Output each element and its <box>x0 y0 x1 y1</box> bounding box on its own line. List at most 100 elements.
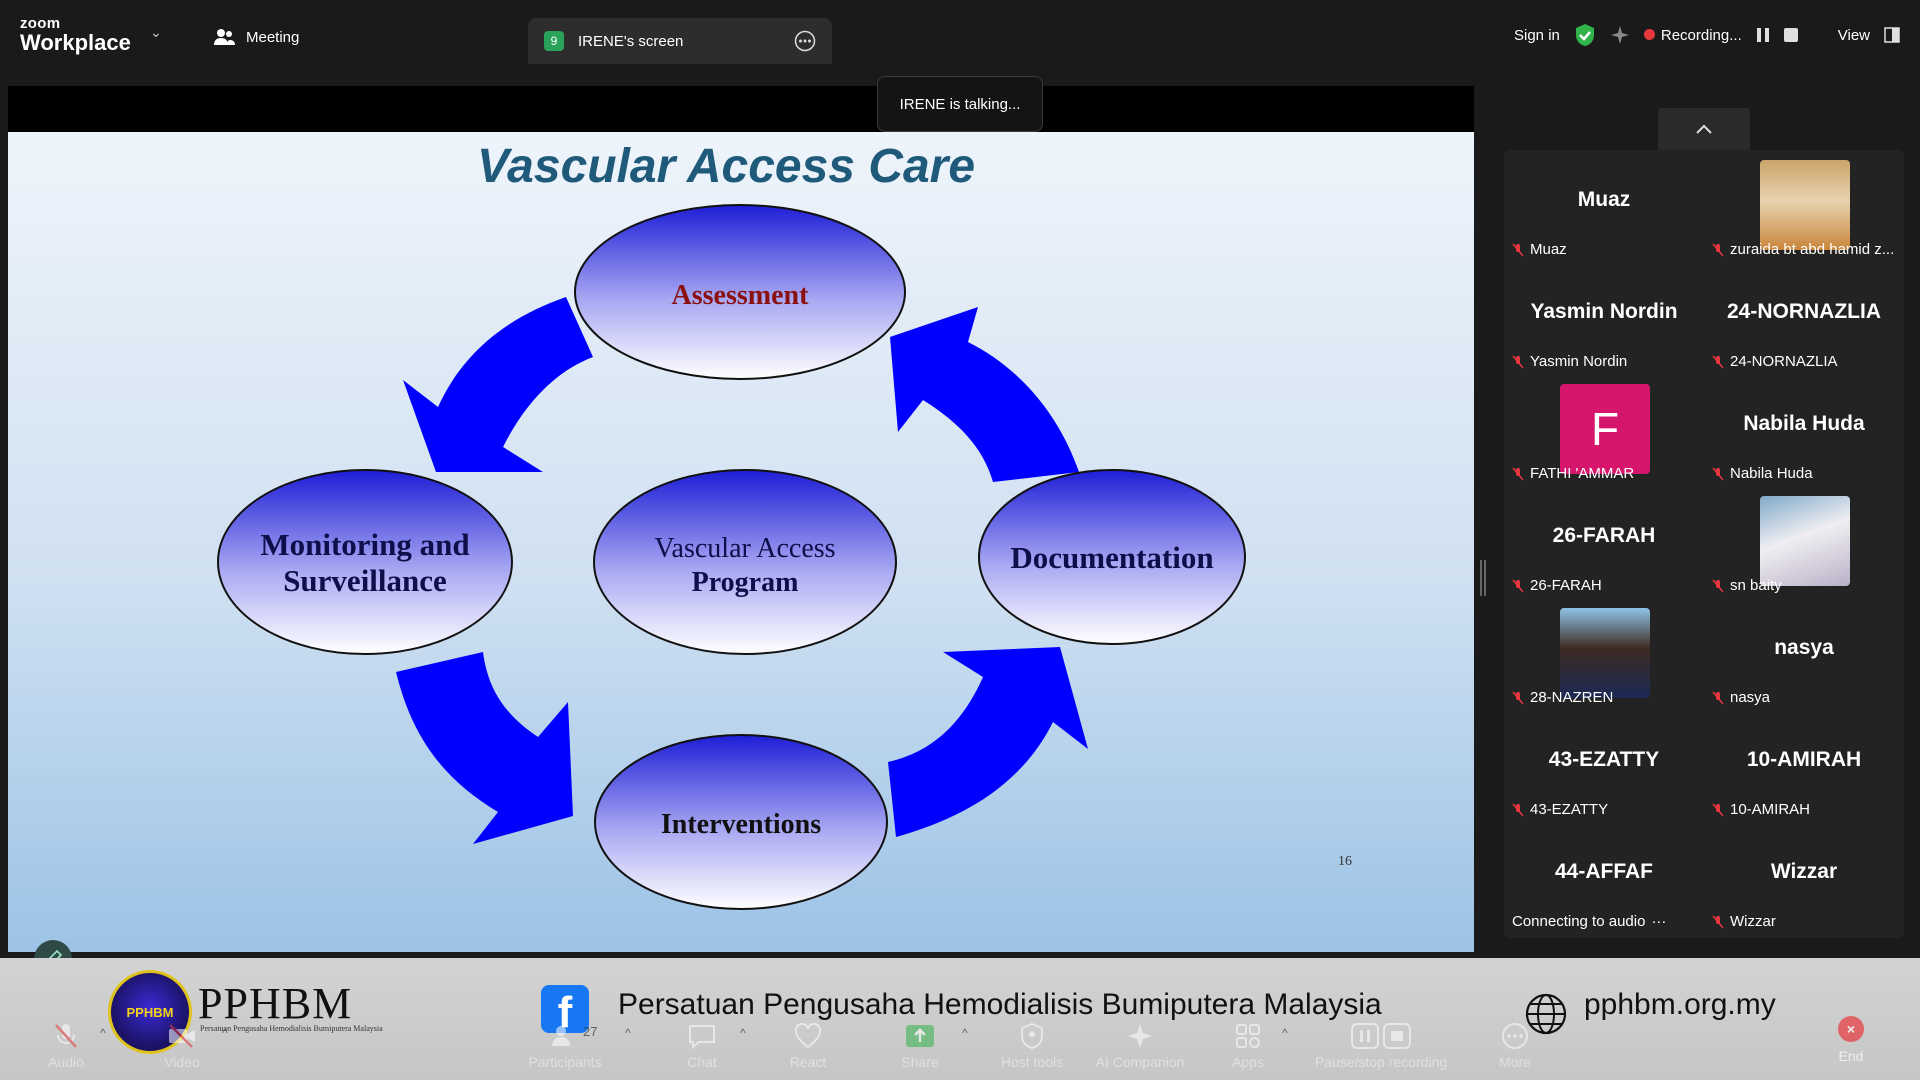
participant-tile[interactable]: sn baity <box>1704 486 1904 598</box>
mic-muted-icon <box>1712 467 1724 480</box>
participant-tile[interactable]: Nabila Huda Nabila Huda <box>1704 374 1904 486</box>
view-grid-icon[interactable] <box>1884 27 1900 43</box>
sign-in-link[interactable]: Sign in <box>1514 26 1560 44</box>
share-button[interactable]: Share <box>896 1022 944 1070</box>
participant-tile[interactable]: 10-AMIRAH 10-AMIRAH <box>1704 710 1904 822</box>
tile-label: 28-NAZREN <box>1512 689 1613 706</box>
presentation-slide: Vascular Access Care Assessment Monitori… <box>8 132 1474 952</box>
zoom-workplace-logo[interactable]: zoom Workplace <box>20 16 131 54</box>
stop-icon[interactable] <box>1783 28 1798 42</box>
shield-check-icon[interactable] <box>1574 23 1596 47</box>
participant-name: 24-NORNAZLIA <box>1730 353 1838 370</box>
participant-tile[interactable]: nasya nasya <box>1704 598 1904 710</box>
tab-badge: 9 <box>544 31 564 51</box>
end-label: End <box>1838 1048 1864 1064</box>
label-documentation: Documentation <box>1010 540 1213 575</box>
tile-name: 44-AFFAF <box>1554 860 1653 883</box>
label-monitoring-1: Monitoring and <box>260 527 469 562</box>
slide-title: Vascular Access Care <box>477 140 975 193</box>
organization-name: Persatuan Pengusaha Hemodialisis Bumiput… <box>618 988 1382 1021</box>
participants-button[interactable]: Participants <box>520 1022 610 1070</box>
ellipse-monitoring <box>217 469 513 655</box>
chat-button[interactable]: Chat <box>680 1022 724 1070</box>
mic-muted-icon <box>1512 467 1524 480</box>
audio-caret-icon[interactable]: ^ <box>100 1026 106 1040</box>
recording-dot-icon <box>1643 28 1655 40</box>
brand-zoom: zoom <box>20 15 61 32</box>
more-label: More <box>1499 1054 1531 1070</box>
chevron-down-icon[interactable]: ⌄ <box>150 24 162 40</box>
mic-muted-icon <box>1712 579 1724 592</box>
participant-video <box>1760 160 1850 250</box>
tile-name: 10-AMIRAH <box>1746 748 1862 771</box>
share-caret-icon[interactable]: ^ <box>962 1026 968 1040</box>
tile-label: sn baity <box>1712 577 1782 594</box>
panel-resize-handle[interactable] <box>1480 560 1486 596</box>
mic-off-icon <box>55 1024 77 1048</box>
ai-companion-button[interactable]: AI Companion <box>1090 1022 1190 1070</box>
globe-icon <box>1525 993 1567 1035</box>
participant-name: Nabila Huda <box>1730 465 1813 482</box>
participant-tile[interactable]: 44-AFFAF Connecting to audio ··· <box>1504 822 1704 934</box>
recording-status[interactable]: Recording... <box>1643 27 1742 44</box>
tab-shared-screen[interactable]: 9 IRENE's screen <box>528 18 832 64</box>
participants-caret-icon[interactable]: ^ <box>625 1026 631 1040</box>
meeting-button[interactable]: Meeting <box>214 28 299 46</box>
ellipse-center <box>593 469 897 655</box>
participant-tile[interactable]: 26-FARAH 26-FARAH <box>1504 486 1704 598</box>
participant-tile[interactable]: Muaz Muaz <box>1504 150 1704 262</box>
shared-screen[interactable]: Vascular Access Care Assessment Monitori… <box>8 86 1474 952</box>
tab-label: IRENE's screen <box>578 32 684 50</box>
label-assessment: Assessment <box>672 280 810 311</box>
participant-tile[interactable]: zuraida bt abd hamid z... <box>1704 150 1904 262</box>
more-button[interactable]: More <box>1492 1022 1538 1070</box>
tile-label: Connecting to audio ··· <box>1512 913 1666 930</box>
loading-dots-icon: ··· <box>1651 913 1667 930</box>
more-icon <box>1502 1023 1528 1049</box>
participant-name: Wizzar <box>1730 913 1776 930</box>
participant-name: 26-FARAH <box>1530 577 1602 594</box>
participant-tile[interactable]: Wizzar Wizzar <box>1704 822 1904 934</box>
video-caret-icon[interactable]: ^ <box>222 1026 228 1040</box>
mic-muted-icon <box>1712 243 1724 256</box>
shield-icon <box>1021 1022 1043 1050</box>
video-button[interactable]: Video <box>160 1022 204 1070</box>
sparkle-icon[interactable] <box>1610 25 1630 45</box>
react-button[interactable]: React <box>786 1022 830 1070</box>
ellipse-assessment <box>574 204 906 380</box>
pause-stop-icon <box>1351 1023 1411 1049</box>
slide-diagram: Vascular Access Care Assessment Monitori… <box>217 140 1352 910</box>
label-monitoring-2: Surveillance <box>283 563 447 598</box>
apps-caret-icon[interactable]: ^ <box>1282 1026 1288 1040</box>
participant-status: Connecting to audio <box>1512 913 1646 930</box>
apps-button[interactable]: Apps <box>1226 1022 1270 1070</box>
pause-stop-recording-button[interactable]: Pause/stop recording <box>1306 1022 1456 1070</box>
participant-tile[interactable]: F FATHI 'AMMAR <box>1504 374 1704 486</box>
pause-icon[interactable] <box>1756 27 1770 43</box>
top-right-controls: Sign in Recording... View <box>1514 22 1920 48</box>
tile-name: Yasmin Nordin <box>1530 300 1678 323</box>
audio-button[interactable]: Audio <box>44 1022 88 1070</box>
participant-name: zuraida bt abd hamid z... <box>1730 241 1895 258</box>
chat-caret-icon[interactable]: ^ <box>740 1026 746 1040</box>
sponsor-banner <box>0 958 1920 1080</box>
view-button[interactable]: View <box>1837 26 1870 44</box>
participant-tile[interactable]: 43-EZATTY 43-EZATTY <box>1504 710 1704 822</box>
participant-tile[interactable]: Yasmin Nordin Yasmin Nordin <box>1504 262 1704 374</box>
mic-muted-icon <box>1512 355 1524 368</box>
tile-name: 24-NORNAZLIA <box>1726 300 1881 323</box>
close-icon: × <box>1838 1016 1864 1042</box>
tile-label: 26-FARAH <box>1512 577 1602 594</box>
react-label: React <box>789 1054 827 1070</box>
end-button[interactable]: × End <box>1838 1016 1864 1064</box>
ellipse-interventions <box>594 734 888 910</box>
participant-tile[interactable]: 24-NORNAZLIA 24-NORNAZLIA <box>1704 262 1904 374</box>
host-tools-button[interactable]: Host tools <box>996 1022 1068 1070</box>
participant-name: FATHI 'AMMAR <box>1530 465 1635 482</box>
participant-name: 10-AMIRAH <box>1730 801 1811 818</box>
more-options-icon[interactable] <box>794 30 816 52</box>
gallery-scroll-up[interactable] <box>1658 108 1750 150</box>
tile-name: 43-EZATTY <box>1548 748 1660 771</box>
participant-tile[interactable]: 28-NAZREN <box>1504 598 1704 710</box>
